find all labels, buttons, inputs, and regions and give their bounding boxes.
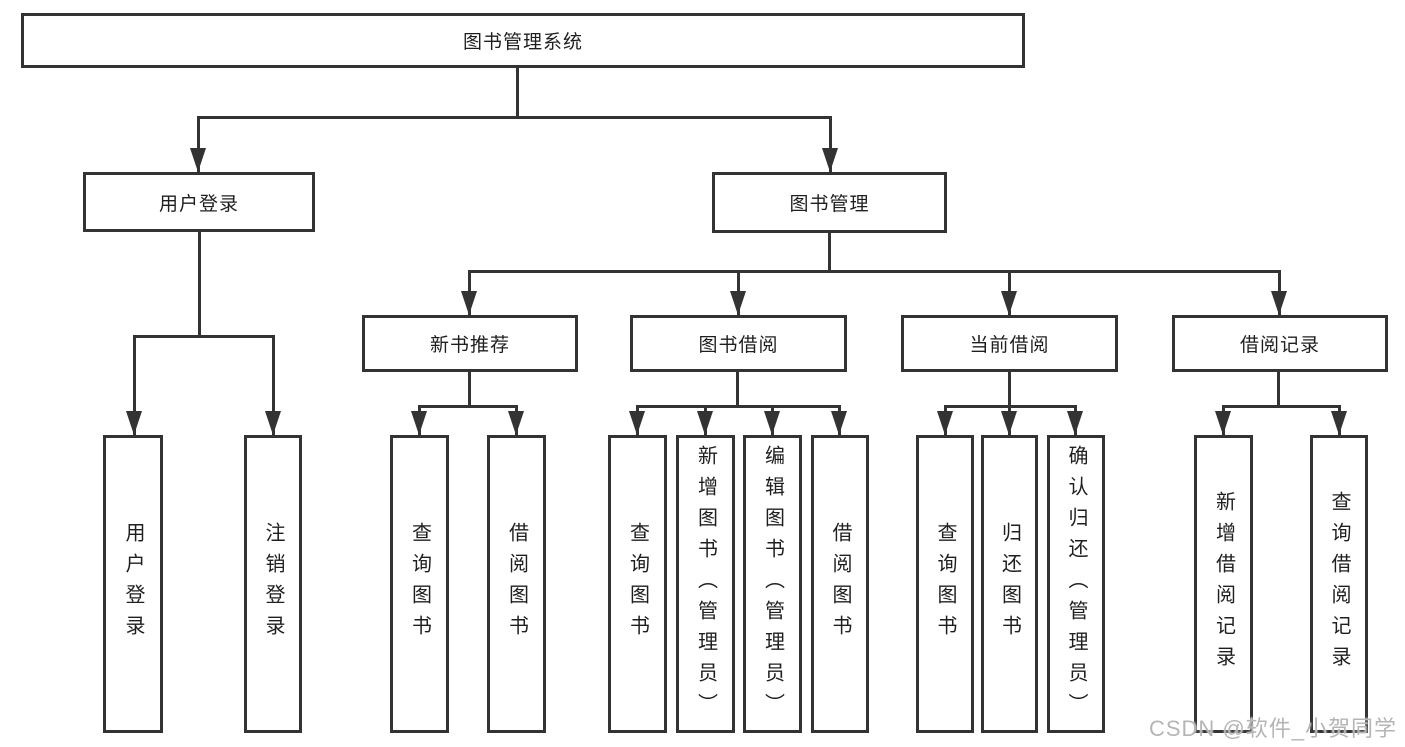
node-book-borrow-label: 图书借阅 — [698, 335, 779, 356]
node-new-book-recommend: 新书推荐 — [362, 315, 578, 372]
connector-line — [636, 405, 840, 408]
arrow-down-icon — [190, 148, 206, 172]
leaf-query-borrow-record: 查询借阅记录 — [1310, 435, 1368, 733]
leaf-borrow-books-1-label: 借阅图书 — [505, 522, 528, 646]
leaf-query-books-3-label: 查询图书 — [934, 522, 956, 646]
leaf-borrow-books-2: 借阅图书 — [811, 435, 869, 733]
arrow-down-icon — [126, 411, 142, 435]
arrow-down-icon — [461, 291, 477, 315]
connector-line — [829, 116, 832, 172]
connector-line — [736, 372, 739, 408]
leaf-query-books-2: 查询图书 — [608, 435, 667, 733]
arrow-down-icon — [1001, 291, 1017, 315]
node-current-borrow: 当前借阅 — [901, 315, 1118, 372]
leaf-logout: 注销登录 — [244, 435, 302, 733]
leaf-confirm-return-admin-label: 确认归还（管理员） — [1065, 444, 1087, 724]
arrow-down-icon — [831, 411, 847, 435]
node-root: 图书管理系统 — [21, 13, 1025, 68]
leaf-query-books-3: 查询图书 — [916, 435, 974, 733]
node-user-login: 用户登录 — [83, 172, 315, 232]
leaf-return-books-label: 归还图书 — [998, 522, 1021, 646]
leaf-add-book-admin: 新增图书（管理员） — [676, 435, 735, 733]
node-root-label: 图书管理系统 — [462, 32, 583, 53]
node-borrow-records-label: 借阅记录 — [1239, 335, 1320, 356]
leaf-query-borrow-record-label: 查询借阅记录 — [1328, 491, 1350, 677]
connector-line — [418, 405, 517, 408]
leaf-edit-book-admin-label: 编辑图书（管理员） — [761, 444, 784, 724]
arrow-down-icon — [1215, 411, 1231, 435]
connector-line — [198, 232, 201, 337]
arrow-down-icon — [1271, 291, 1287, 315]
leaf-user-login: 用户登录 — [103, 435, 163, 733]
arrow-down-icon — [764, 411, 780, 435]
connector-line — [133, 335, 275, 338]
connector-line — [516, 66, 519, 118]
leaf-borrow-books-2-label: 借阅图书 — [829, 522, 851, 646]
leaf-add-borrow-record: 新增借阅记录 — [1194, 435, 1253, 733]
arrow-down-icon — [697, 411, 713, 435]
arrow-down-icon — [265, 411, 281, 435]
node-user-login-label: 用户登录 — [158, 193, 239, 215]
connector-line — [468, 372, 471, 408]
connector-line — [469, 270, 1281, 273]
connector-line — [1222, 405, 1340, 408]
arrow-down-icon — [1331, 411, 1347, 435]
leaf-user-login-label: 用户登录 — [122, 522, 144, 646]
leaf-query-books-2-label: 查询图书 — [626, 522, 649, 646]
leaf-return-books: 归还图书 — [981, 435, 1038, 733]
leaf-add-borrow-record-label: 新增借阅记录 — [1212, 491, 1235, 677]
leaf-borrow-books-1: 借阅图书 — [487, 435, 546, 733]
node-borrow-records: 借阅记录 — [1172, 315, 1388, 372]
arrow-down-icon — [937, 411, 953, 435]
connector-line — [272, 335, 275, 435]
connector-line — [197, 116, 831, 119]
leaf-edit-book-admin: 编辑图书（管理员） — [743, 435, 802, 733]
arrow-down-icon — [508, 411, 524, 435]
arrow-down-icon — [411, 411, 427, 435]
leaf-query-books-1-label: 查询图书 — [408, 522, 431, 646]
leaf-add-book-admin-label: 新增图书（管理员） — [694, 444, 717, 724]
leaf-confirm-return-admin: 确认归还（管理员） — [1047, 435, 1105, 733]
node-new-book-recommend-label: 新书推荐 — [429, 335, 510, 356]
node-book-management-label: 图书管理 — [789, 194, 870, 215]
connector-line — [197, 116, 200, 172]
connector-line — [1277, 372, 1280, 408]
arrow-down-icon — [1067, 411, 1083, 435]
csdn-watermark: CSDN @软件_小贺同学 — [1148, 716, 1397, 741]
node-book-management: 图书管理 — [712, 172, 947, 233]
arrow-down-icon — [822, 148, 838, 172]
connector-line — [1008, 372, 1011, 408]
connector-line — [828, 233, 831, 272]
leaf-query-books-1: 查询图书 — [390, 435, 449, 733]
connector-line — [133, 335, 136, 435]
arrow-down-icon — [730, 291, 746, 315]
node-current-borrow-label: 当前借阅 — [969, 335, 1050, 356]
leaf-logout-label: 注销登录 — [262, 522, 284, 646]
arrow-down-icon — [629, 411, 645, 435]
arrow-down-icon — [1001, 411, 1017, 435]
node-book-borrow: 图书借阅 — [630, 315, 847, 372]
